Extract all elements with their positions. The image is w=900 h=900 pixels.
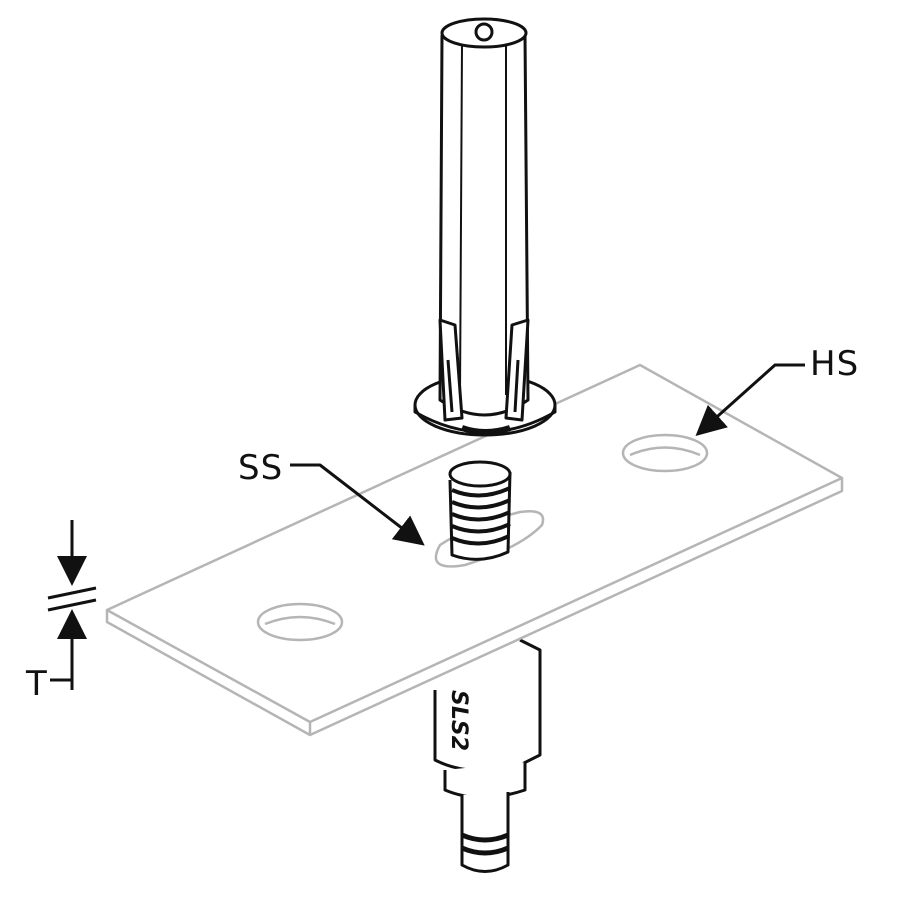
label-hs: HS [810, 344, 860, 384]
label-ss: SS [238, 448, 284, 488]
hole-hs-right [621, 433, 709, 473]
label-t: T [26, 664, 48, 704]
threaded-insert [448, 460, 512, 561]
hs-leader [695, 363, 805, 436]
ss-leader [290, 463, 425, 546]
anchor-lower-body [433, 638, 542, 873]
hole-hs-left [256, 602, 344, 642]
anchor-sleeve [413, 17, 557, 437]
anchor-marking: SLS2 [446, 690, 471, 751]
